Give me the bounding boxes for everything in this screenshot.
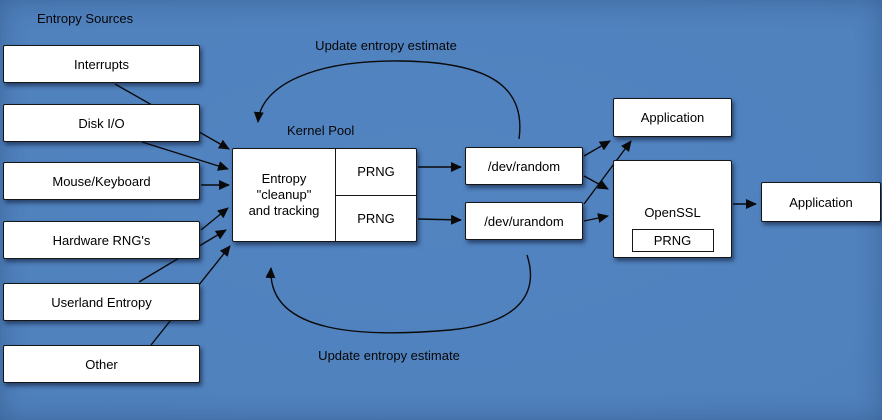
openssl-label: OpenSSL: [644, 205, 701, 220]
kernel-prng-bottom-cell: PRNG: [336, 194, 416, 242]
dev-random-label: /dev/random: [487, 158, 561, 174]
entropy-cleanup-line-2: "cleanup": [256, 187, 312, 202]
source-box-disk-io: Disk I/O: [3, 104, 200, 142]
kernel-pool-box: Entropy "cleanup" and tracking PRNG PRNG: [232, 148, 417, 242]
dev-random-box: /dev/random: [465, 147, 583, 185]
source-box-userland-entropy: Userland Entropy: [3, 283, 200, 321]
kernel-prng-top-label: PRNG: [357, 164, 395, 180]
source-box-mouse-keyboard: Mouse/Keyboard: [3, 162, 200, 200]
source-label-interrupts: Interrupts: [74, 56, 129, 72]
source-label-other: Other: [85, 356, 118, 372]
source-label-userland-entropy: Userland Entropy: [51, 294, 152, 310]
arrow-devurandom-to-openssl: [583, 213, 609, 223]
entropy-sources-title: Entropy Sources: [37, 11, 134, 26]
arrow-update-entropy-bottom: [265, 254, 532, 334]
source-box-hardware-rngs: Hardware RNG's: [3, 221, 200, 259]
openssl-box: OpenSSL PRNG: [613, 160, 732, 258]
arrow-hardwarerng-to-pool: [200, 207, 229, 231]
openssl-prng-box: PRNG: [631, 229, 714, 252]
kernel-prng-bottom-label: PRNG: [357, 210, 395, 226]
arrow-prng-to-devurandom: [417, 214, 462, 225]
update-entropy-estimate-top-label: Update entropy estimate: [315, 38, 457, 53]
kernel-pool-label: Kernel Pool: [287, 123, 355, 138]
arrow-devrandom-to-openssl: [583, 175, 609, 190]
entropy-cleanup-line-1: Entropy: [261, 171, 307, 186]
kernel-prng-top-cell: PRNG: [336, 149, 416, 195]
source-box-other: Other: [3, 345, 200, 383]
entropy-cleanup-line-3: and tracking: [248, 203, 320, 218]
application-top-box: Application: [613, 98, 732, 137]
source-label-hardware-rngs: Hardware RNG's: [52, 232, 151, 248]
application-top-label: Application: [640, 110, 705, 125]
dev-urandom-label: /dev/urandom: [484, 213, 564, 229]
source-label-mouse-keyboard: Mouse/Keyboard: [52, 173, 151, 189]
update-entropy-estimate-bottom-label: Update entropy estimate: [318, 348, 460, 363]
openssl-prng-label: PRNG: [653, 233, 692, 248]
kernel-prng-column: PRNG PRNG: [336, 149, 416, 241]
source-box-interrupts: Interrupts: [3, 45, 200, 83]
arrow-devrandom-to-application: [583, 140, 611, 157]
entropy-cleanup-cell: Entropy "cleanup" and tracking: [233, 149, 336, 241]
dev-urandom-box: /dev/urandom: [465, 202, 583, 240]
application-right-label: Application: [789, 194, 853, 210]
source-label-disk-io: Disk I/O: [78, 115, 125, 131]
application-right-box: Application: [761, 182, 881, 222]
